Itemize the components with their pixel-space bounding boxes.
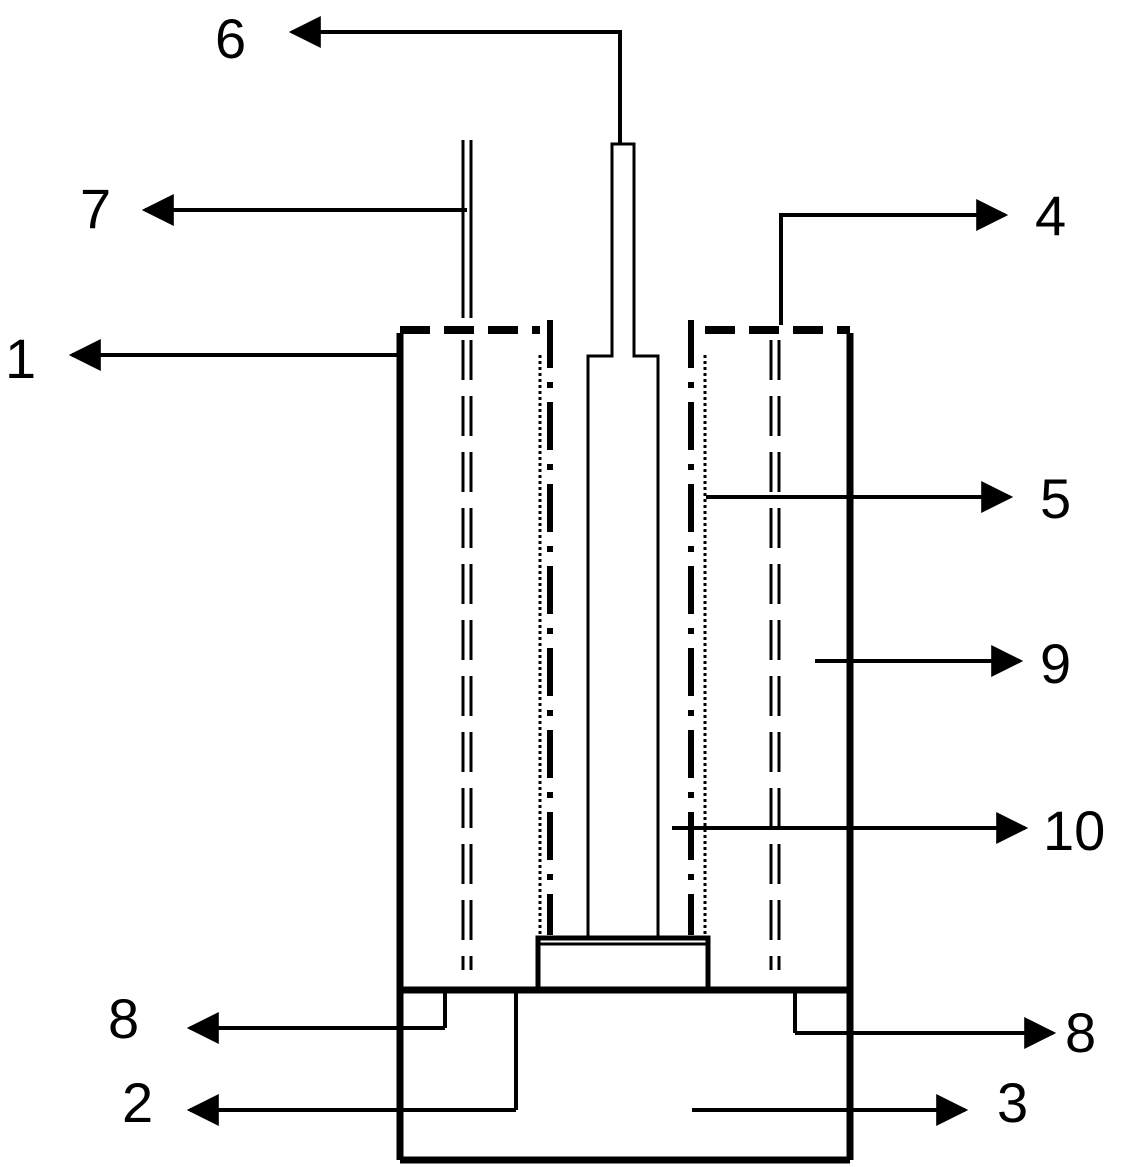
label-6: 6 <box>215 7 246 70</box>
label-4: 4 <box>1035 184 1066 247</box>
leader-4 <box>779 199 1009 325</box>
label-3: 3 <box>997 1071 1028 1134</box>
left-electrode <box>461 140 473 970</box>
label-9: 9 <box>1040 632 1071 695</box>
label-7: 7 <box>80 177 111 240</box>
label-8-right: 8 <box>1065 1001 1096 1064</box>
outer-vessel <box>396 333 854 1164</box>
label-2: 2 <box>122 1071 153 1134</box>
central-rod <box>586 142 660 938</box>
leader-lines <box>68 16 1057 1126</box>
base-plate <box>400 986 850 1110</box>
label-1: 1 <box>5 327 36 390</box>
label-5: 5 <box>1040 467 1071 530</box>
sample-block <box>535 935 711 993</box>
labels: 6 7 4 1 5 9 10 8 8 2 3 <box>5 7 1105 1134</box>
dotted-membranes <box>538 355 707 935</box>
leader-6 <box>288 16 622 144</box>
label-8-left: 8 <box>108 987 139 1050</box>
label-10: 10 <box>1043 799 1105 862</box>
dash-dot-walls <box>547 320 694 935</box>
right-electrode <box>769 340 781 970</box>
